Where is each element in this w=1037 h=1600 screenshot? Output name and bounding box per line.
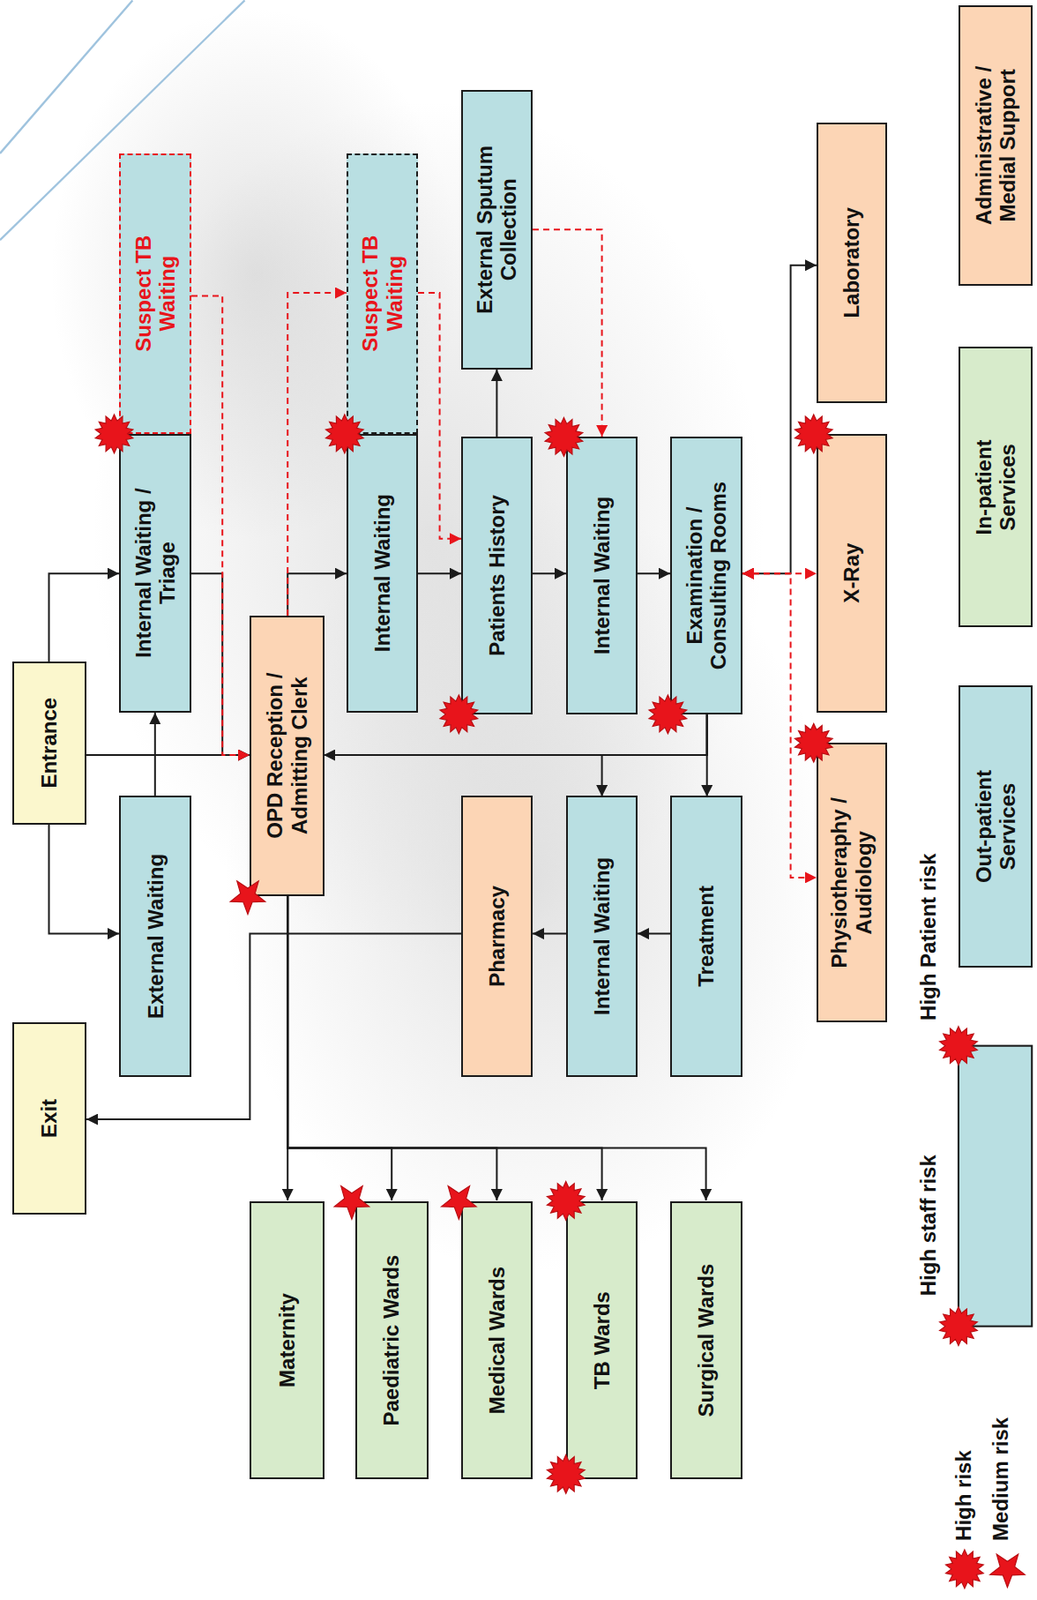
box-label: OPD Reception / Admitting Clerk — [262, 649, 312, 862]
connector — [287, 292, 347, 616]
process-box: Pharmacy — [461, 795, 533, 1076]
connector — [191, 573, 250, 755]
connector — [287, 573, 347, 616]
process-box: Suspect TB Waiting — [346, 153, 418, 434]
connector — [706, 714, 709, 797]
process-box: Internal Waiting / Triage — [119, 433, 192, 713]
connector — [495, 369, 498, 437]
legend-text: In-patient Services — [971, 407, 1021, 567]
box-label: Medical Wards — [484, 1266, 510, 1414]
legend-swatch: Out-patient Services — [958, 685, 1032, 967]
legend-text: Out-patient Services — [971, 746, 1021, 906]
connector — [637, 932, 671, 935]
process-box: Internal Waiting — [566, 436, 638, 715]
process-box: Internal Waiting — [346, 433, 418, 713]
connector — [287, 895, 602, 1201]
connector — [532, 229, 603, 437]
connector — [417, 292, 462, 539]
legend-swatch: Administrative / Medial Support — [958, 5, 1032, 286]
box-label: Exit — [37, 1098, 62, 1138]
process-box: OPD Reception / Admitting Clerk — [249, 615, 324, 896]
process-box: TB Wards — [566, 1201, 638, 1480]
process-box: Internal Waiting — [566, 795, 638, 1076]
connector — [287, 895, 392, 1201]
box-label: Suspect TB Waiting — [131, 214, 180, 374]
connector — [417, 572, 462, 575]
connector — [637, 572, 671, 575]
legend-swatch: In-patient Services — [958, 346, 1032, 627]
connector — [532, 932, 567, 935]
process-box: Maternity — [249, 1201, 324, 1480]
box-label: Maternity — [275, 1292, 300, 1388]
process-box: Examination / Consulting Rooms — [670, 436, 743, 715]
process-box: Patients History — [461, 436, 533, 715]
box-label: Examination / Consulting Rooms — [682, 462, 732, 688]
box-label: Internal Waiting — [370, 493, 396, 652]
box-label: Pharmacy — [484, 885, 510, 987]
process-box: Paediatric Wards — [355, 1201, 429, 1480]
legend-text: High Patient risk — [916, 853, 941, 1021]
process-box: X-Ray — [816, 433, 888, 713]
legend-sample-box — [958, 1045, 1032, 1327]
box-label: Internal Waiting / Triage — [131, 467, 180, 679]
connector — [49, 573, 120, 662]
process-box: Suspect TB Waiting — [119, 153, 192, 434]
legend-text: High risk — [951, 1449, 977, 1541]
high-risk-marker — [940, 1026, 978, 1066]
box-label: External Sputum Collection — [472, 119, 522, 340]
box-label: Entrance — [37, 697, 62, 789]
connector — [742, 265, 817, 574]
process-box: Treatment — [670, 795, 743, 1076]
connector — [323, 714, 708, 755]
box-label: External Waiting — [143, 853, 169, 1019]
legend-text: Medium risk — [988, 1417, 1014, 1541]
connector — [742, 573, 817, 878]
process-box: Laboratory — [816, 122, 888, 403]
high-risk-marker — [940, 1306, 978, 1346]
box-label: Suspect TB Waiting — [358, 214, 407, 374]
box-label: X-Ray — [839, 543, 865, 604]
connector — [191, 296, 250, 756]
process-box: Surgical Wards — [670, 1201, 743, 1480]
connector — [532, 572, 567, 575]
connector — [154, 712, 157, 797]
process-box: Exit — [12, 1022, 87, 1214]
box-label: TB Wards — [589, 1290, 615, 1389]
box-label: Physiotheraphy / Audiology — [827, 776, 876, 989]
box-label: Laboratory — [839, 207, 865, 318]
connector — [602, 714, 708, 797]
box-label: Treatment — [693, 885, 719, 987]
connector — [49, 824, 120, 934]
box-label: Internal Waiting — [589, 857, 615, 1015]
process-box: Physiotheraphy / Audiology — [816, 742, 888, 1023]
medium-risk-marker — [990, 1553, 1026, 1588]
process-box: Entrance — [12, 661, 87, 825]
process-box: Medical Wards — [461, 1201, 533, 1480]
box-label: Paediatric Wards — [379, 1254, 404, 1426]
box-label: Patients History — [484, 494, 510, 657]
process-box: External Sputum Collection — [461, 89, 533, 370]
box-label: Internal Waiting — [589, 496, 615, 655]
legend-text: High staff risk — [916, 1154, 941, 1296]
legend-text: Administrative / Medial Support — [971, 39, 1021, 252]
process-box: External Waiting — [119, 795, 192, 1076]
box-label: Surgical Wards — [693, 1263, 719, 1418]
high-risk-marker — [946, 1549, 985, 1589]
